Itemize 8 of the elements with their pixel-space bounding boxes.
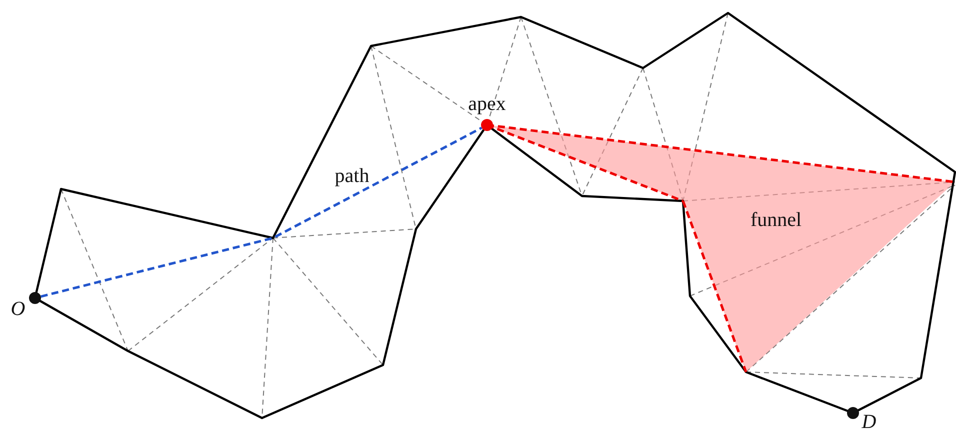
edge-label: path [334,166,370,186]
region-label: funnel [750,210,802,230]
point-label: D [862,412,876,430]
point-label: O [10,299,26,319]
point-marker [29,292,41,304]
point-marker [847,407,859,419]
point-marker [481,119,493,131]
point-label: apex [468,94,506,114]
